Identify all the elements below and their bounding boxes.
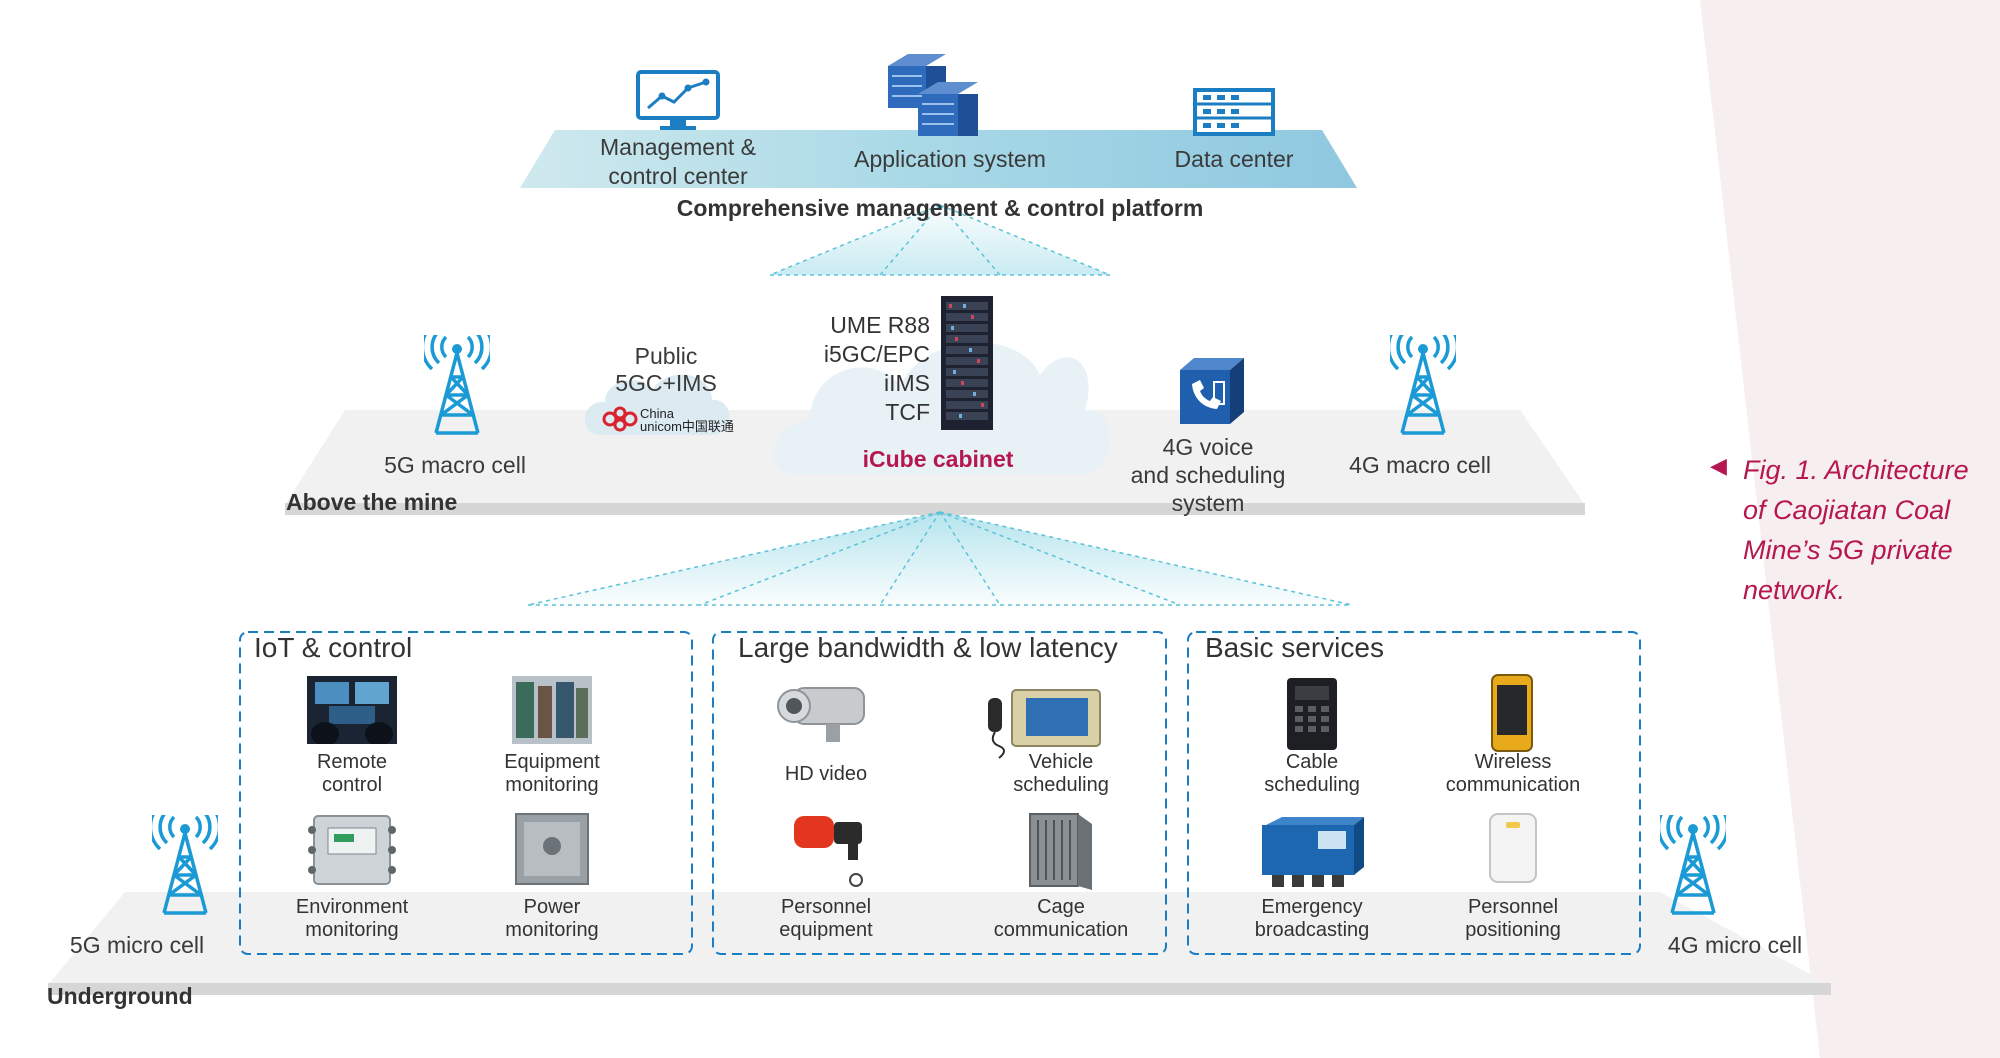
application-system-label: Application system <box>854 146 1046 172</box>
antenna-tower-icon <box>1660 815 1726 915</box>
group-title-bandwidth: Large bandwidth & low latency <box>738 632 1118 663</box>
micro-4g-label: 4G micro cell <box>1667 932 1803 958</box>
data-center-label: Data center <box>1174 146 1294 172</box>
group-box-iot <box>239 631 693 955</box>
group-title-basic: Basic services <box>1205 632 1384 663</box>
item-label-environment-1: Environment <box>295 896 409 918</box>
public-label-2: 5GC+IMS <box>615 370 717 396</box>
item-label-cable-1: Cable <box>1285 751 1339 773</box>
personnel-equipment-icon <box>794 816 863 887</box>
phone-cube-icon <box>1180 358 1244 424</box>
item-label-wireless-2: communication <box>1445 774 1581 796</box>
public-label-1: Public <box>634 343 698 369</box>
macro-5g-label: 5G macro cell <box>384 452 526 478</box>
item-label-remote-2: control <box>321 774 383 796</box>
item-label-positioning-1: Personnel <box>1467 896 1559 918</box>
caption-marker-icon: ◀ <box>1710 453 1727 478</box>
caption-line: network. <box>1743 575 1846 605</box>
platform-title: Comprehensive management & control platf… <box>676 195 1204 221</box>
beam-lines-down <box>527 511 1353 606</box>
monitor-chart-icon <box>636 70 720 130</box>
figure-caption: Fig. 1. Architecture of Caojiatan Coal M… <box>1743 450 1993 610</box>
antenna-tower-icon <box>152 815 218 915</box>
item-label-vehicle-1: Vehicle <box>1028 751 1094 773</box>
voice-label-1: 4G voice <box>1162 434 1254 460</box>
group-boxes <box>239 631 1641 955</box>
item-label-equipment-1: Equipment <box>504 751 600 773</box>
emergency-broadcasting-icon <box>1262 817 1364 887</box>
vehicle-scheduling-icon <box>988 689 1101 759</box>
data-rack-icon <box>1193 88 1275 136</box>
decorative-band <box>1700 0 2000 1058</box>
wireless-phone-icon <box>1491 674 1533 752</box>
caption-line: Fig. 1. Architecture <box>1743 455 1969 485</box>
item-label-environment-2: monitoring <box>305 919 399 941</box>
item-label-wireless-1: Wireless <box>1474 751 1552 773</box>
item-label-remote-1: Remote <box>316 751 388 773</box>
item-label-power-2: monitoring <box>505 919 599 941</box>
caption-line: Mine’s 5G private <box>1743 535 1953 565</box>
remote-control-photo <box>307 676 397 744</box>
item-label-power-1: Power <box>523 896 581 918</box>
above-the-mine-label: Above the mine <box>286 489 458 515</box>
item-label-cage-1: Cage <box>1037 896 1085 918</box>
core-item: TCF <box>885 399 930 425</box>
management-label-1: Management & <box>600 134 756 160</box>
power-monitoring-photo <box>515 813 589 885</box>
underground-label: Underground <box>47 983 193 1009</box>
platform-plate <box>520 130 1357 188</box>
beam-down <box>528 512 1352 605</box>
item-label-positioning-2: positioning <box>1465 919 1561 941</box>
icube-cabinet-label: iCube cabinet <box>862 446 1014 472</box>
item-label-vehicle-2: scheduling <box>1013 774 1109 796</box>
hd-camera-icon <box>777 687 865 742</box>
management-label-2: control center <box>608 163 748 189</box>
item-label-equipment-2: monitoring <box>505 774 599 796</box>
beam-up <box>770 205 1110 275</box>
unicom-name-2: unicom中国联通 <box>640 419 734 434</box>
equipment-monitoring-photo <box>512 676 592 744</box>
core-list: UME R88 i5GC/EPC iIMS TCF <box>790 311 930 427</box>
micro-5g-label: 5G micro cell <box>69 932 205 958</box>
personnel-positioning-tag-icon <box>1489 813 1537 883</box>
group-title-iot: IoT & control <box>254 632 413 663</box>
group-box-basic <box>1187 631 1641 955</box>
macro-4g-label: 4G macro cell <box>1349 452 1491 478</box>
item-label-hd-video: HD video <box>784 763 868 785</box>
underground-plate <box>48 892 1830 985</box>
environment-monitoring-photo <box>308 815 396 885</box>
antenna-tower-icon <box>1390 335 1456 435</box>
above-plate-edge <box>285 503 1585 515</box>
core-item: i5GC/EPC <box>823 341 930 367</box>
cable-scheduling-phone-icon <box>1287 678 1337 750</box>
item-label-personnel-eq-2: equipment <box>779 919 873 941</box>
voice-label-2: and scheduling <box>1130 462 1286 488</box>
server-stack-icon <box>888 54 978 136</box>
item-label-personnel-eq-1: Personnel <box>780 896 872 918</box>
item-label-cable-2: scheduling <box>1264 774 1360 796</box>
beam-lines-up <box>769 204 1111 276</box>
underground-plate-edge <box>48 983 1831 995</box>
item-label-emergency-2: broadcasting <box>1254 919 1370 941</box>
voice-label-3: system <box>1171 490 1245 516</box>
cage-communication-icon <box>1029 813 1092 890</box>
item-label-emergency-1: Emergency <box>1261 896 1363 918</box>
core-item: UME R88 <box>830 312 930 338</box>
antenna-tower-icon <box>424 335 490 435</box>
icube-cabinet-icon <box>941 296 993 430</box>
core-item: iIMS <box>884 370 930 396</box>
china-unicom-logo <box>602 406 638 432</box>
item-label-cage-2: communication <box>993 919 1129 941</box>
unicom-name-1: China <box>640 406 674 421</box>
caption-line: of Caojiatan Coal <box>1743 495 1951 525</box>
